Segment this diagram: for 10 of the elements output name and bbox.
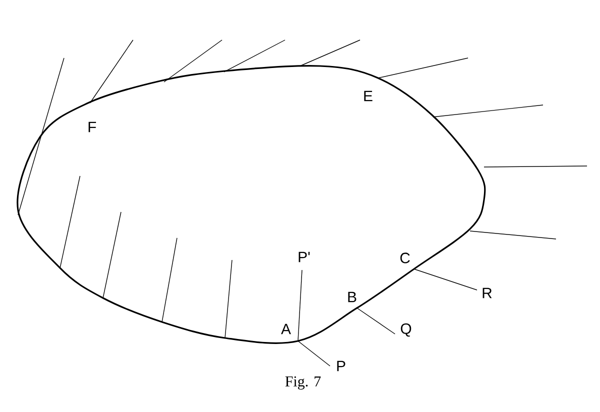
point-label: F: [88, 122, 96, 132]
point-label: C: [400, 252, 410, 264]
point-label: Q: [400, 323, 412, 337]
point-label: P: [337, 360, 346, 372]
caption: Fig. 7: [285, 376, 321, 390]
point-label: B: [348, 292, 356, 302]
point-label: A: [281, 324, 291, 334]
point-label: E: [364, 90, 372, 102]
point-label: P': [298, 252, 310, 262]
point-label: R: [482, 288, 492, 298]
